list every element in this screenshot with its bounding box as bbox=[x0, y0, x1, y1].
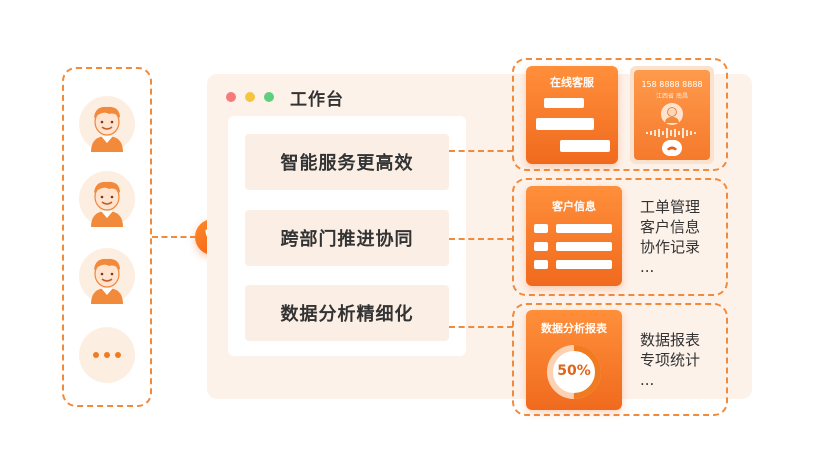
window-dot-red bbox=[226, 92, 236, 102]
feature-data-analysis[interactable]: 数据分析精细化 bbox=[245, 285, 449, 341]
report-info-item: 数据报表 bbox=[640, 331, 701, 349]
caller-avatar-icon bbox=[661, 103, 683, 125]
hangup-icon[interactable] bbox=[662, 140, 682, 156]
chat-bubble-icon bbox=[544, 98, 584, 108]
list-icon bbox=[556, 224, 612, 233]
customer-info-title: 客户信息 bbox=[552, 200, 596, 213]
list-icon bbox=[534, 260, 548, 269]
customer-info-item: 协作记录 bbox=[640, 238, 701, 256]
user-avatar-icon bbox=[79, 96, 135, 152]
users-group bbox=[62, 67, 152, 407]
list-icon bbox=[534, 224, 548, 233]
online-service-title: 在线客服 bbox=[550, 76, 594, 89]
progress-ring-icon bbox=[547, 345, 601, 399]
service-box bbox=[512, 58, 728, 171]
customer-info-card[interactable]: 客户信息 bbox=[526, 186, 622, 286]
window-dot-green bbox=[264, 92, 274, 102]
call-number: 158 8888 8888 bbox=[641, 80, 703, 89]
list-icon bbox=[556, 260, 612, 269]
more-dots-icon[interactable] bbox=[79, 327, 135, 383]
connector-line bbox=[449, 238, 513, 240]
report-percent: 50% bbox=[557, 363, 591, 379]
feature-smart-service[interactable]: 智能服务更高效 bbox=[245, 134, 449, 190]
list-icon bbox=[534, 242, 548, 251]
report-info-list: 数据报表 专项统计 ... bbox=[640, 330, 700, 390]
phone-connector bbox=[152, 236, 196, 238]
window-dot-yellow bbox=[245, 92, 255, 102]
report-card[interactable]: 数据分析报表 50% bbox=[526, 310, 622, 410]
list-icon bbox=[556, 242, 612, 251]
feature-collaboration[interactable]: 跨部门推进协同 bbox=[245, 210, 449, 266]
customer-info-item: 客户信息 bbox=[640, 218, 701, 236]
user-avatar-icon bbox=[79, 171, 135, 227]
online-service-card[interactable]: 在线客服 bbox=[526, 66, 618, 164]
chat-bubble-icon bbox=[560, 140, 610, 152]
customer-info-item: ... bbox=[640, 258, 655, 276]
voice-wave-icon bbox=[646, 128, 696, 138]
customer-box bbox=[512, 178, 728, 296]
customer-info-item: 工单管理 bbox=[640, 198, 701, 216]
report-info-item: 专项统计 bbox=[640, 351, 701, 369]
call-card[interactable]: 158 8888 8888 江西省 南昌 bbox=[630, 66, 714, 164]
window-title: 工作台 bbox=[290, 90, 344, 110]
report-info-item: ... bbox=[640, 371, 655, 389]
connector-line bbox=[449, 326, 513, 328]
report-box bbox=[512, 303, 728, 416]
customer-info-list: 工单管理 客户信息 协作记录 ... bbox=[640, 197, 700, 277]
chat-bubble-icon bbox=[536, 118, 594, 130]
call-location: 江西省 南昌 bbox=[656, 93, 688, 100]
report-title: 数据分析报表 bbox=[541, 322, 607, 335]
connector-line bbox=[449, 150, 513, 152]
user-avatar-icon bbox=[79, 248, 135, 304]
